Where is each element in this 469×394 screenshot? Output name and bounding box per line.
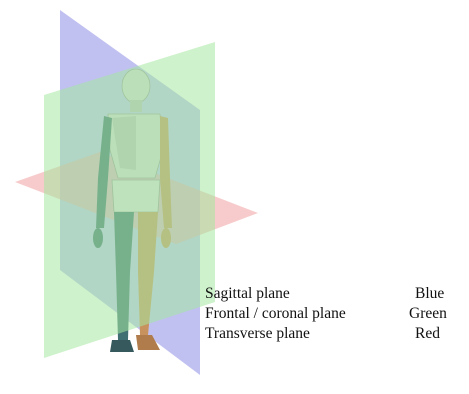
legend-row-transverse: Transverse plane Red (205, 324, 465, 344)
legend-color-name: Blue (415, 284, 444, 304)
legend-color-name: Red (415, 324, 440, 344)
legend-row-frontal: Frontal / coronal plane Green (205, 304, 465, 324)
legend-plane-name: Frontal / coronal plane (205, 304, 346, 324)
legend-plane-name: Sagittal plane (205, 284, 290, 304)
legend-plane-name: Transverse plane (205, 324, 310, 344)
legend-color-name: Green (409, 304, 447, 324)
legend-row-sagittal: Sagittal plane Blue (205, 284, 465, 304)
plane-legend: Sagittal plane Blue Frontal / coronal pl… (205, 284, 465, 344)
